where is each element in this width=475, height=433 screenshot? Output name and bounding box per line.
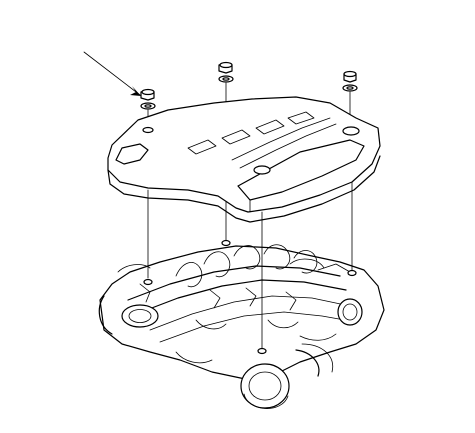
- callout-arrow: [83, 51, 141, 96]
- bolt-right: [342, 70, 358, 92]
- bolt-left: [140, 88, 156, 110]
- bolt-center: [218, 61, 234, 83]
- engine-cover: [107, 96, 381, 223]
- engine-assembly: [98, 239, 385, 409]
